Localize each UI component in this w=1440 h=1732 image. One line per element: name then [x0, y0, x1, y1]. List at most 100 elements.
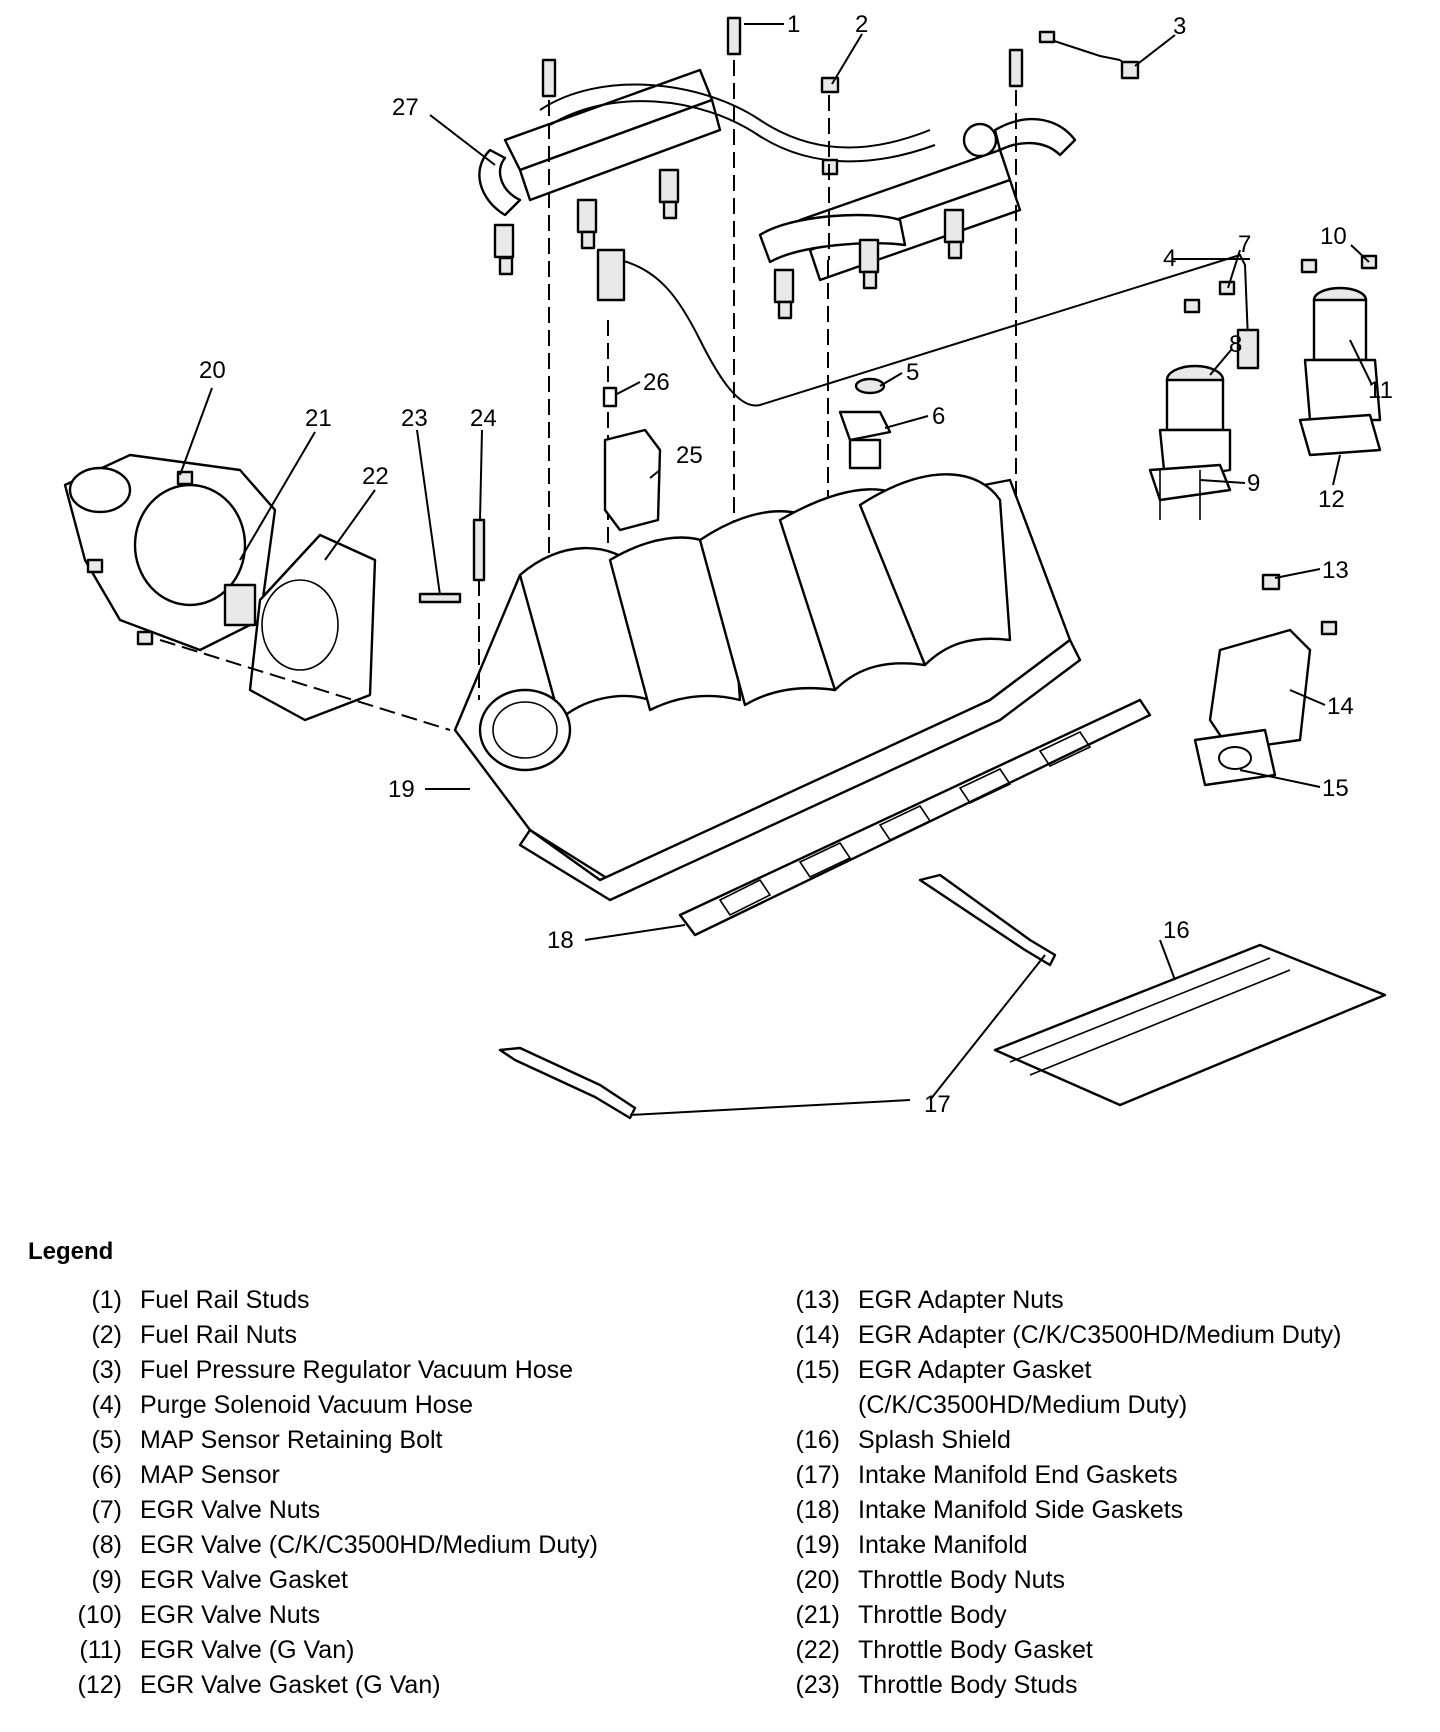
throttle-body-studs [418, 592, 462, 604]
callout-14: 14 [1327, 693, 1354, 720]
legend-item-number: (14) [795, 1321, 840, 1349]
legend-item: (22)Throttle Body Gasket [776, 1633, 1436, 1668]
map-sensor [838, 377, 892, 470]
callout-9: 9 [1247, 470, 1260, 497]
legend-item: (17) Intake Manifold End Gaskets [776, 1458, 1436, 1493]
legend-item: (9) EGR Valve Gasket [40, 1563, 720, 1598]
legend-item-number: (7) [91, 1496, 122, 1524]
legend-item-number: (8) [91, 1531, 122, 1559]
egr-adapter [1193, 573, 1338, 787]
legend-item: (20) Throttle Body Nuts [776, 1563, 1436, 1598]
legend-item-number: (12) [77, 1671, 122, 1699]
throttle-body-nuts [86, 470, 194, 646]
legend-item-description: EGR Valve (G Van) [140, 1636, 355, 1664]
legend-item: (6) MAP Sensor [40, 1458, 720, 1493]
legend-item: (3) Fuel Pressure Regulator Vacuum Hose [40, 1353, 720, 1388]
callout-12: 12 [1318, 486, 1345, 513]
legend-item-description: Fuel Rail Studs [140, 1286, 310, 1314]
callout-21: 21 [305, 405, 332, 432]
callout-20: 20 [199, 357, 226, 384]
legend-title: Legend [28, 1238, 114, 1265]
fuel-rail-studs [541, 16, 1024, 98]
legend-item-number: (20) [795, 1566, 840, 1594]
legend-item: (5) MAP Sensor Retaining Bolt [40, 1423, 720, 1458]
legend-item-number: (13) [795, 1286, 840, 1314]
legend-item-number: (3) [91, 1356, 122, 1384]
callout-13: 13 [1322, 557, 1349, 584]
legend-column-left: (1)Fuel Rail Studs(2)Fuel Rail Nuts (3) Fu… [40, 1283, 720, 1703]
legend-item: (7) EGR Valve Nuts [40, 1493, 720, 1528]
legend-item: (16)Splash Shield [776, 1423, 1436, 1458]
legend-item-description: Intake Manifold End Gaskets [858, 1461, 1178, 1489]
legend-item: (2)Fuel Rail Nuts [40, 1318, 720, 1353]
legend-item-number: (15) [795, 1356, 840, 1384]
legend-item-number: (16) [795, 1426, 840, 1454]
callout-25: 25 [676, 442, 703, 469]
purge-solenoid-bracket [596, 248, 662, 532]
legend-item-number: (6) [91, 1461, 122, 1489]
legend-item: (8) EGR Valve (C/K/C3500HD/Medium Duty) [40, 1528, 720, 1563]
callout-18: 18 [547, 927, 574, 954]
legend-item: (21) Throttle Body [776, 1598, 1436, 1633]
legend-item-description: EGR Adapter (C/K/C3500HD/Medium Duty) [858, 1321, 1342, 1349]
callout-24: 24 [470, 405, 497, 432]
legend-item-description: MAP Sensor Retaining Bolt [140, 1426, 443, 1454]
throttle-body-bolt [472, 518, 486, 700]
legend-item: (19)Intake Manifold [776, 1528, 1436, 1563]
legend-item-number: (22) [795, 1636, 840, 1664]
exploded-view-diagram: 1 2 3 4 5 6 7 8 9 10 11 12 13 14 15 16 1… [63, 11, 1393, 1120]
legend-item-number: (21) [795, 1601, 840, 1629]
legend-item-description: EGR Adapter Gasket (C/K/C3500HD/Medium D… [858, 1356, 1188, 1419]
legend-item-number: (10) [77, 1601, 122, 1629]
callout-2: 2 [855, 11, 868, 38]
legend-item: (14) EGR Adapter (C/K/C3500HD/Medium Duty… [776, 1318, 1436, 1353]
legend-item-description: Intake Manifold [858, 1531, 1028, 1559]
legend-item-description: Throttle Body Nuts [858, 1566, 1066, 1594]
legend-item-description: Fuel Rail Nuts [140, 1321, 297, 1349]
splash-shield [993, 943, 1387, 1107]
legend-item-description: EGR Valve Gasket [140, 1566, 348, 1594]
legend-item-number: (9) [91, 1566, 122, 1594]
callout-27: 27 [392, 94, 419, 121]
legend-item-description: Throttle Body [858, 1601, 1007, 1629]
callout-5: 5 [906, 359, 919, 386]
callout-17: 17 [924, 1091, 951, 1118]
legend-item-number: (18) [795, 1496, 840, 1524]
callout-11: 11 [1368, 377, 1393, 404]
legend-column-right: (13) EGR Adapter Nuts (14) EGR Adapter (C/K… [776, 1283, 1436, 1703]
legend-item-number: (11) [79, 1636, 122, 1664]
legend-item-number: (4) [91, 1391, 122, 1419]
egr-valve-g-van [1298, 254, 1382, 457]
legend-item-description: Intake Manifold Side Gaskets [858, 1496, 1184, 1524]
legend-item-description: Throttle Body Studs [858, 1671, 1078, 1699]
legend-item: (15) EGR Adapter Gasket (C/K/C3500HD/Medi… [776, 1353, 1436, 1423]
legend-item-description: EGR Valve Nuts [140, 1496, 321, 1524]
legend-item: (4)Purge Solenoid Vacuum Hose [40, 1388, 720, 1423]
callout-labels: 1 2 3 4 5 6 7 8 9 10 11 12 13 14 15 16 1… [199, 11, 1393, 1118]
purge-solenoid-vacuum-hose [619, 253, 1249, 407]
legend-item-description: EGR Valve Gasket (G Van) [140, 1671, 441, 1699]
legend-item-description: Fuel Pressure Regulator Vacuum Hose [140, 1356, 574, 1384]
legend-item-number: (5) [91, 1426, 122, 1454]
intake-manifold-side-gasket [678, 698, 1152, 937]
legend-item: (13) EGR Adapter Nuts [776, 1283, 1436, 1318]
legend-item-description: EGR Valve (C/K/C3500HD/Medium Duty) [140, 1531, 599, 1559]
throttle-body-gasket [248, 533, 377, 722]
legend-item: (23)Throttle Body Studs [776, 1668, 1436, 1703]
legend-item: (1)Fuel Rail Studs [40, 1283, 720, 1318]
callout-1: 1 [787, 11, 800, 38]
legend-item-description: EGR Adapter Nuts [858, 1286, 1064, 1314]
egr-valve-c-k [1148, 280, 1236, 520]
callout-19: 19 [388, 776, 415, 803]
intake-manifold [453, 473, 1082, 902]
callout-4: 4 [1163, 245, 1176, 272]
legend-item-description: MAP Sensor [140, 1461, 280, 1489]
legend-item: (11) EGR Valve (G Van) [40, 1633, 720, 1668]
callout-26: 26 [643, 369, 670, 396]
fuel-rail-assembly [478, 68, 1077, 320]
legend-item: (10)EGR Valve Nuts [40, 1598, 720, 1633]
callout-6: 6 [932, 403, 945, 430]
legend-item-number: (17) [795, 1461, 840, 1489]
callout-22: 22 [362, 463, 389, 490]
throttle-body [63, 453, 277, 652]
